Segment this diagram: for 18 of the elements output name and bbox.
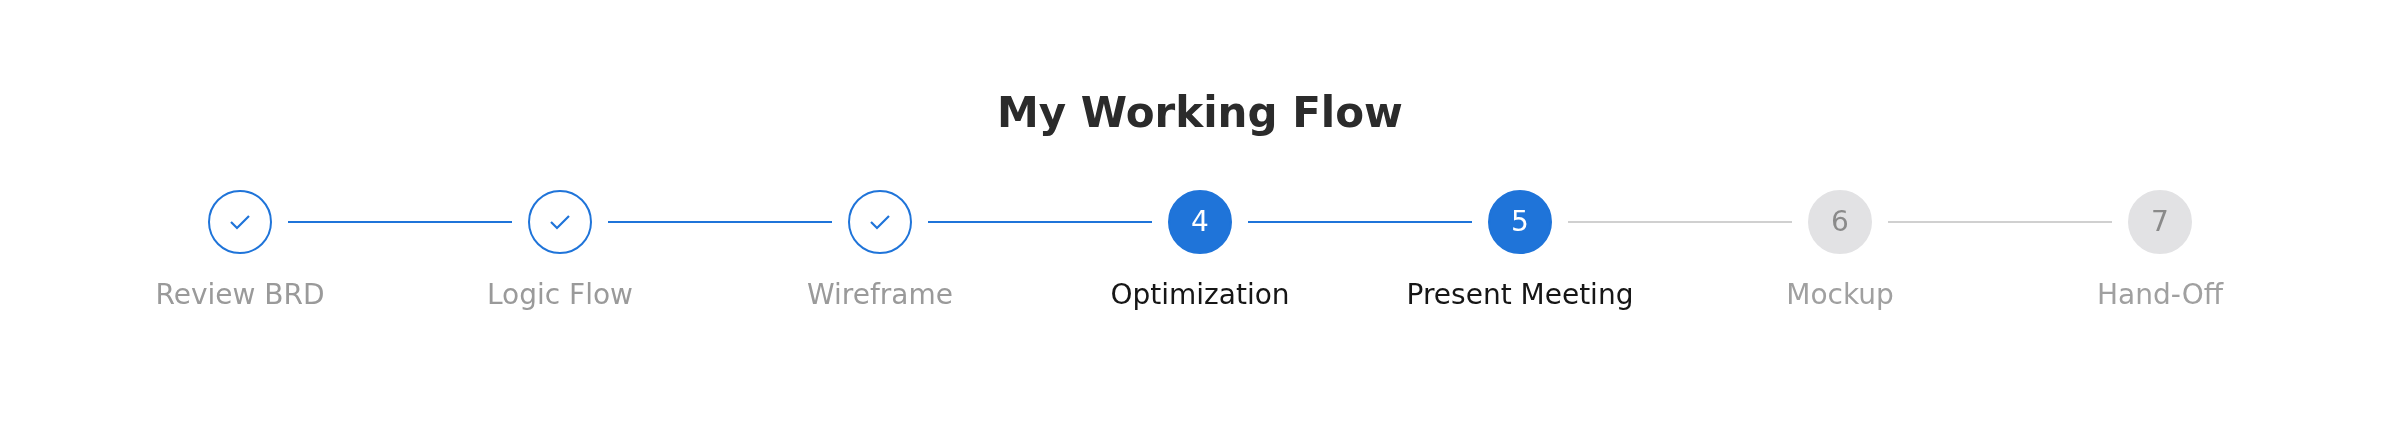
step-label: Present Meeting bbox=[1406, 278, 1634, 312]
connector-line bbox=[927, 221, 1153, 223]
step-number: 5 bbox=[1511, 208, 1529, 236]
step-label: Optimization bbox=[1110, 278, 1290, 312]
step-number: 4 bbox=[1191, 208, 1209, 236]
step-label: Hand-Off bbox=[2097, 278, 2223, 312]
connector-line bbox=[1247, 221, 1473, 223]
step-label: Wireframe bbox=[807, 278, 953, 312]
diagram-title: My Working Flow bbox=[997, 88, 1403, 137]
connector-line bbox=[1887, 221, 2113, 223]
step-label: Logic Flow bbox=[487, 278, 633, 312]
connector-line bbox=[1567, 221, 1793, 223]
connector-line bbox=[287, 221, 513, 223]
step-label: Review BRD bbox=[155, 278, 325, 312]
step-label: Mockup bbox=[1786, 278, 1894, 312]
step-number: 6 bbox=[1831, 208, 1849, 236]
step-number: 7 bbox=[2151, 208, 2169, 236]
connector-line bbox=[607, 221, 833, 223]
